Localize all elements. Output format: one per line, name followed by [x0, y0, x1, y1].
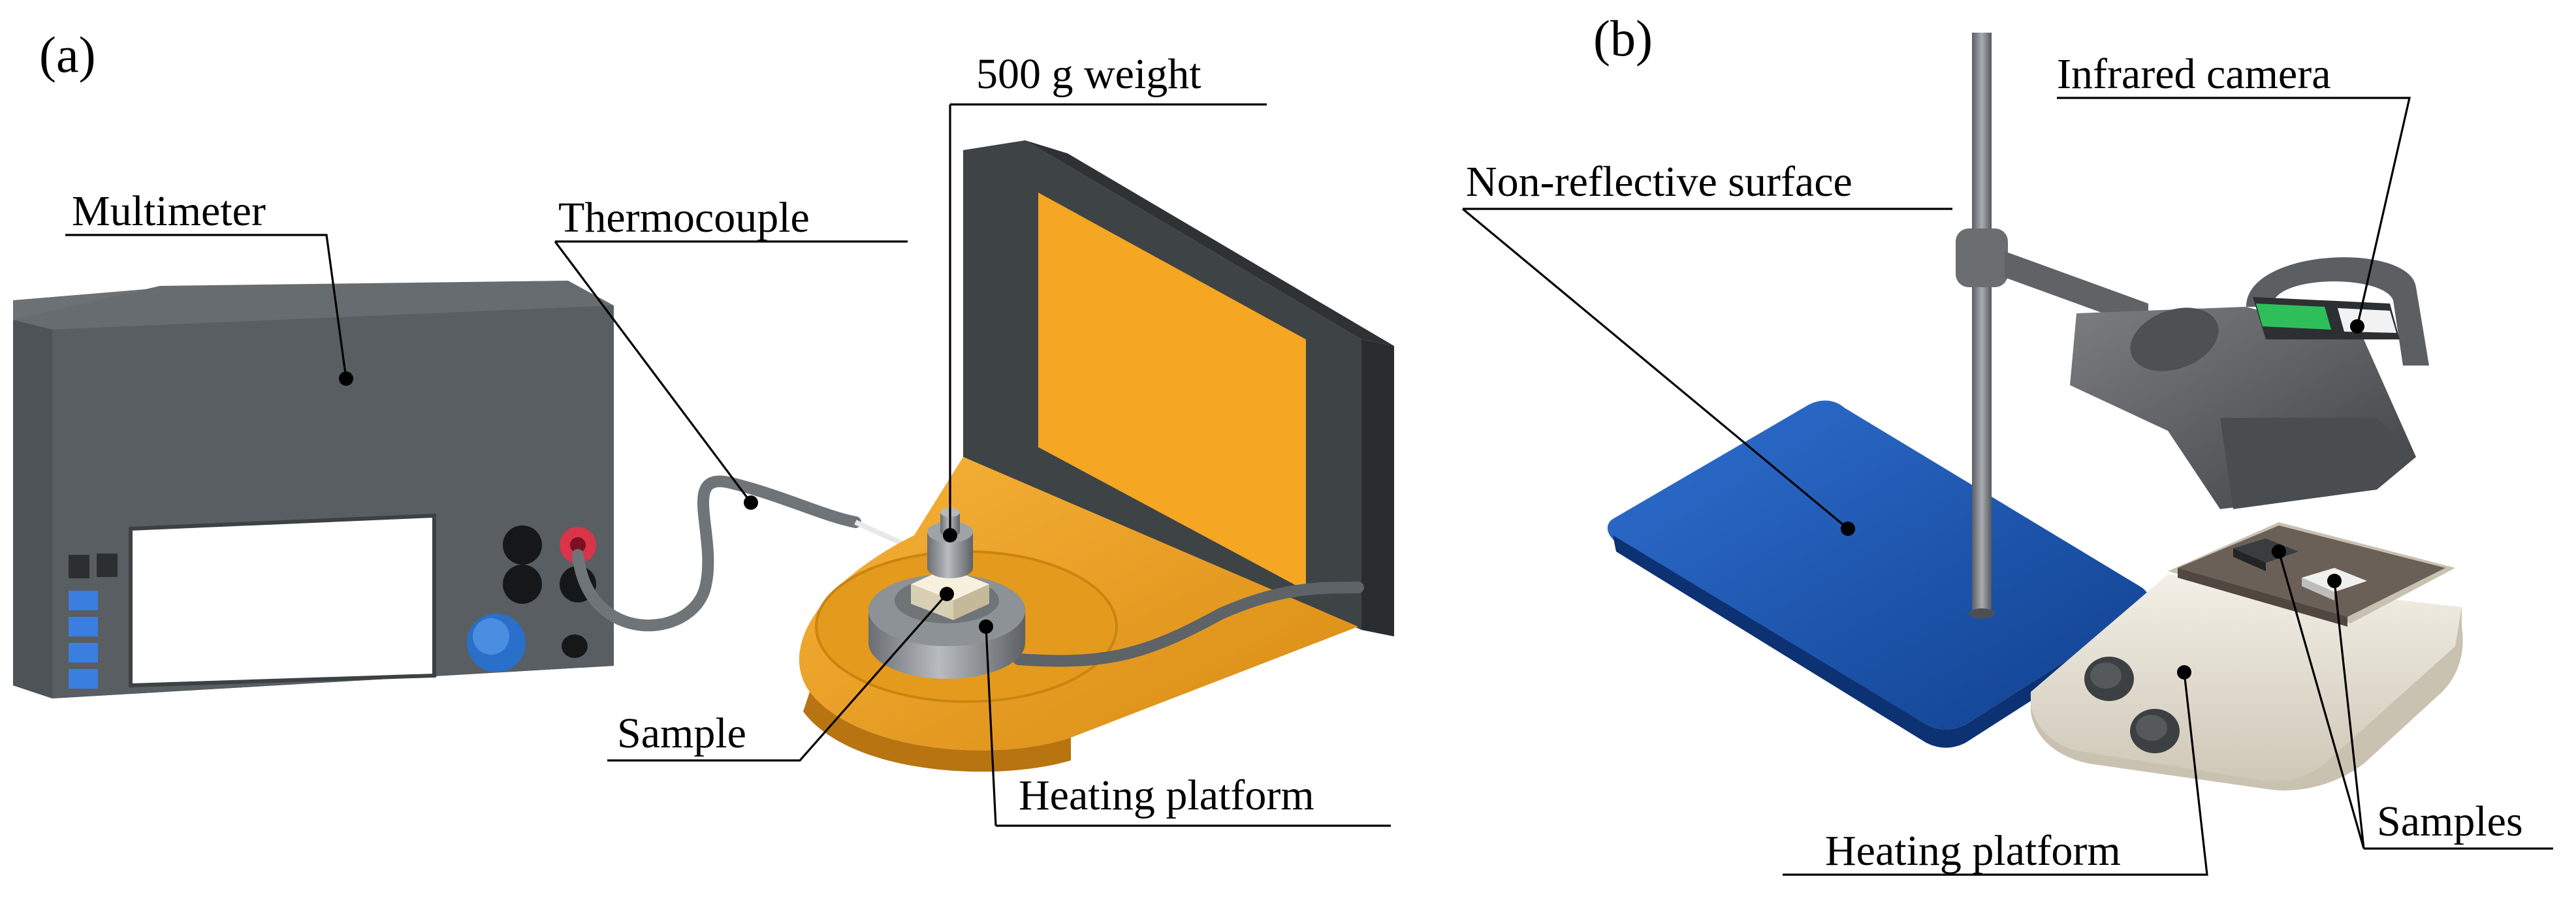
label-non-reflective-surface: Non-reflective surface	[1466, 158, 1852, 206]
panel-b	[1607, 33, 2463, 790]
camera-display	[2256, 304, 2331, 330]
heating-platform-b	[2031, 522, 2463, 790]
label-500g-weight: 500 g weight	[976, 50, 1201, 98]
infrared-camera	[2070, 257, 2429, 509]
panel-a	[13, 140, 1394, 772]
multimeter-screen	[129, 513, 436, 688]
multimeter-button	[97, 554, 118, 577]
multimeter-jack	[562, 634, 588, 658]
multimeter-button	[69, 617, 98, 636]
multimeter-button	[69, 669, 98, 689]
weight-500g	[927, 508, 973, 578]
backboard-panel	[1038, 193, 1306, 591]
platform-cable	[1013, 582, 1364, 667]
label-heating-platform-b: Heating platform	[1825, 827, 2121, 875]
label-heating-platform-a: Heating platform	[1019, 772, 1314, 819]
multimeter-jack	[503, 565, 542, 604]
thermocouple-cable	[572, 475, 861, 632]
stand-rod	[1969, 33, 1995, 619]
label-multimeter: Multimeter	[72, 187, 266, 235]
label-sample: Sample	[617, 710, 746, 757]
multimeter-button	[69, 555, 89, 578]
panel-b-tag: (b)	[1593, 10, 1653, 67]
label-thermocouple: Thermocouple	[558, 194, 810, 242]
sample-a	[911, 568, 989, 620]
multimeter-button	[69, 643, 98, 663]
label-samples: Samples	[2377, 798, 2523, 845]
label-infrared-camera: Infrared camera	[2057, 50, 2331, 98]
multimeter-jack	[503, 525, 542, 565]
heating-platform-a	[799, 140, 1394, 772]
multimeter	[13, 281, 614, 698]
clamp	[1956, 228, 2148, 330]
multimeter-top	[13, 281, 614, 330]
leader-lines	[65, 97, 2553, 876]
multimeter-button	[69, 591, 98, 610]
panel-a-tag: (a)	[39, 26, 96, 83]
non-reflective-surface	[1607, 400, 2150, 748]
